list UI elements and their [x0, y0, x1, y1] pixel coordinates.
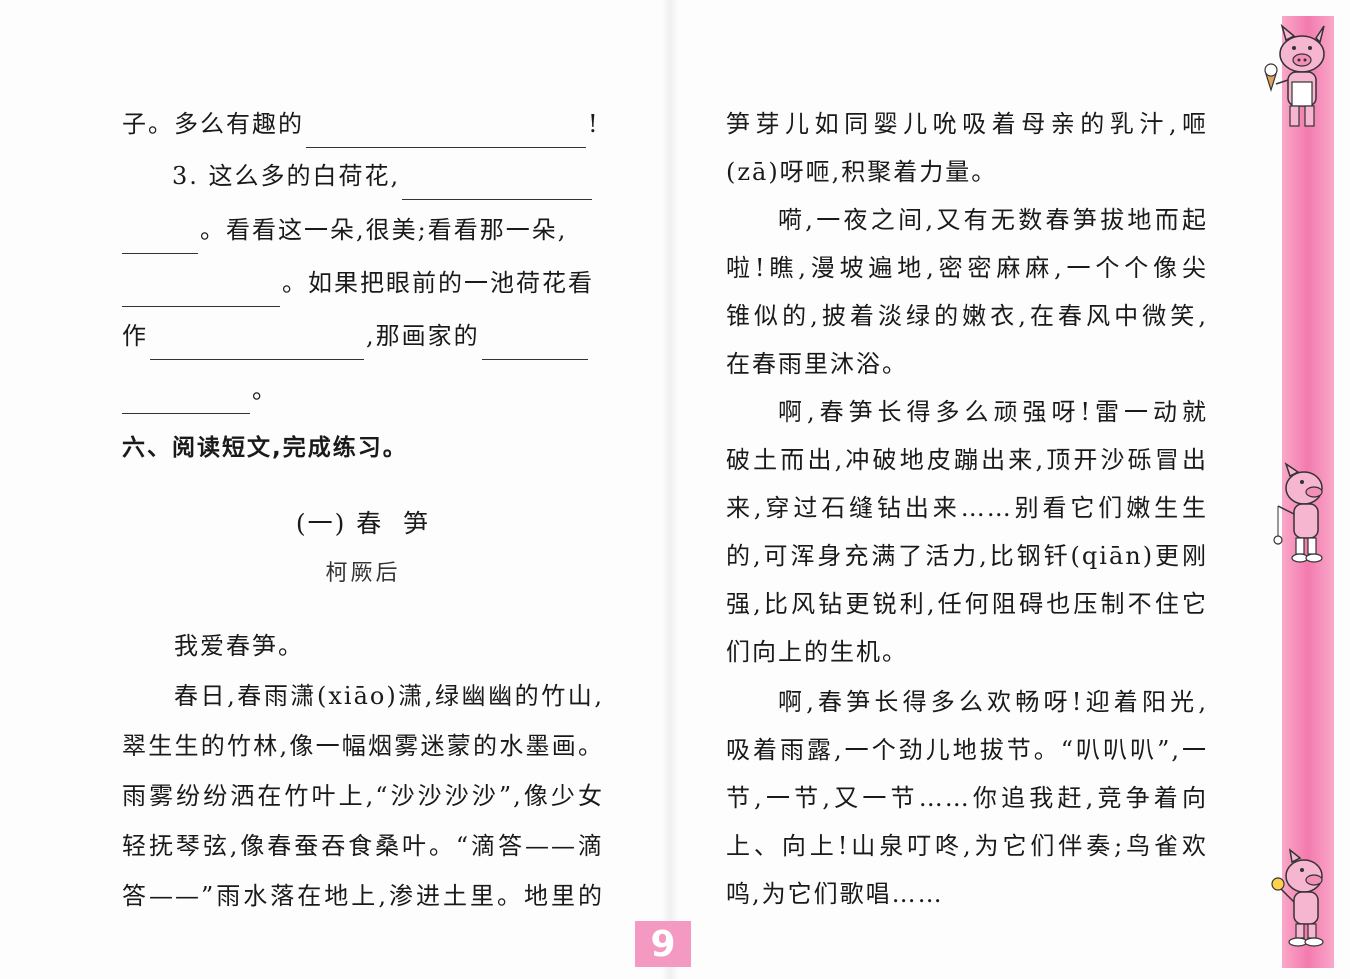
text: 节,一节,又一节……你追我赶,竞争着向 [726, 784, 1208, 812]
text: 来,穿过石缝钻出来……别看它们嫩生生 [726, 494, 1208, 522]
right-line-9: 来,穿过石缝钻出来……别看它们嫩生生 [726, 484, 1208, 532]
paragraph-2-line-3: 雨雾纷纷洒在竹叶上,“沙沙沙沙”,像少女 [122, 772, 604, 820]
text: 嗬,一夜之间,又有无数春笋拔地而起 [778, 206, 1208, 234]
text: 春日,春雨潇(xiāo)潇,绿幽幽的竹山, [174, 682, 604, 710]
text: 。看看这一朵,很美;看看那一朵, [200, 216, 568, 244]
story-author: 柯厥后 [122, 550, 604, 598]
right-line-6: 在春雨里沐浴。 [726, 340, 1208, 388]
text: 啊,春笋长得多么欢畅呀!迎着阳光, [778, 688, 1208, 716]
text: 锥似的,披着淡绿的嫩衣,在春风中微笑, [726, 302, 1208, 330]
text: 啦!瞧,漫坡遍地,密密麻麻,一个个像尖 [726, 254, 1208, 282]
left-line-3: 。看看这一朵,很美;看看那一朵, [122, 206, 604, 254]
answer-blank[interactable] [122, 223, 198, 254]
right-line-16: 上、向上!山泉叮咚,为它们伴奏;鸟雀欢 [726, 822, 1208, 870]
paragraph-2-line-1: 春日,春雨潇(xiāo)潇,绿幽幽的竹山, [122, 672, 604, 720]
right-line-15: 节,一节,又一节……你追我赶,竞争着向 [726, 774, 1208, 822]
left-line-2: 3. 这么多的白荷花, [122, 152, 604, 200]
text: 我爱春笋。 [174, 632, 304, 660]
left-line-1: 子。多么有趣的 ! [122, 100, 604, 148]
right-line-13: 啊,春笋长得多么欢畅呀!迎着阳光, [726, 678, 1208, 726]
right-line-4: 啦!瞧,漫坡遍地,密密麻麻,一个个像尖 [726, 244, 1208, 292]
text: 在春雨里沐浴。 [726, 350, 908, 378]
right-line-10: 的,可浑身充满了活力,比钢钎(qiān)更刚 [726, 532, 1208, 580]
pig-with-ice-cream-icon [1264, 24, 1325, 127]
text: ! [588, 110, 600, 138]
text: 。 [252, 376, 278, 404]
right-line-14: 吸着雨露,一个劲儿地拔节。“叭叭叭”,一 [726, 726, 1208, 774]
text: 们向上的生机。 [726, 638, 908, 666]
right-line-1: 笋芽儿如同婴儿吮吸着母亲的乳汁,咂 [726, 100, 1208, 148]
text: 。如果把眼前的一池荷花看 [282, 269, 594, 297]
paragraph-2-line-2: 翠生生的竹林,像一幅烟雾迷蒙的水墨画。 [122, 722, 604, 770]
text: 雨雾纷纷洒在竹叶上,“沙沙沙沙”,像少女 [122, 782, 604, 810]
right-line-7: 啊,春笋长得多么顽强呀!雷一动就 [726, 388, 1208, 436]
text: 的,可浑身充满了活力,比钢钎(qiān)更刚 [726, 542, 1208, 570]
answer-blank[interactable] [402, 169, 593, 200]
text: 作 [122, 322, 148, 350]
text: 破土而出,冲破地皮蹦出来,顶开沙砾冒出 [726, 446, 1208, 474]
paragraph-1: 我爱春笋。 [122, 622, 604, 670]
text: 子。多么有趣的 [122, 110, 304, 138]
answer-blank[interactable] [122, 383, 250, 414]
text: 笋芽儿如同婴儿吮吸着母亲的乳汁,咂 [726, 110, 1208, 138]
right-line-11: 强,比风钻更锐利,任何阻碍也压制不住它 [726, 580, 1208, 628]
text: 啊,春笋长得多么顽强呀!雷一动就 [778, 398, 1208, 426]
text: 强,比风钻更锐利,任何阻碍也压制不住它 [726, 590, 1208, 618]
right-line-3: 嗬,一夜之间,又有无数春笋拔地而起 [726, 196, 1208, 244]
section-heading-text: 六、阅读短文,完成练习。 [122, 435, 408, 461]
left-line-4: 。如果把眼前的一池荷花看 [122, 259, 604, 307]
right-line-2: (zā)呀咂,积聚着力量。 [726, 148, 1208, 196]
text: 答——”雨水落在地上,渗进土里。地里的 [122, 882, 604, 910]
story-title: (一) 春 笋 [122, 500, 604, 548]
right-line-17: 鸣,为它们歌唱…… [726, 870, 1208, 918]
text: 轻抚琴弦,像春蚕吞食桑叶。“滴答——滴 [122, 832, 604, 860]
answer-blank[interactable] [481, 329, 588, 360]
text: (zā)呀咂,积聚着力量。 [726, 158, 998, 186]
left-line-6: 。 [122, 366, 604, 414]
text: 上、向上!山泉叮咚,为它们伴奏;鸟雀欢 [726, 832, 1208, 860]
left-line-5: 作 ,那画家的 [122, 312, 604, 360]
book-spine [661, 0, 679, 979]
text: 3. 这么多的白荷花, [172, 162, 401, 190]
paragraph-2-line-5: 答——”雨水落在地上,渗进土里。地里的 [122, 872, 604, 920]
page-number: 9 [635, 921, 691, 967]
text: 鸣,为它们歌唱…… [726, 880, 944, 908]
author-text: 柯厥后 [325, 561, 401, 586]
answer-blank[interactable] [150, 329, 364, 360]
right-line-5: 锥似的,披着淡绿的嫩衣,在春风中微笑, [726, 292, 1208, 340]
text: 吸着雨露,一个劲儿地拔节。“叭叭叭”,一 [726, 736, 1208, 764]
story-title-text: (一) 春 笋 [295, 509, 431, 538]
paragraph-2-line-4: 轻抚琴弦,像春蚕吞食桑叶。“滴答——滴 [122, 822, 604, 870]
answer-blank[interactable] [306, 117, 586, 148]
pig-with-yoyo-icon [1273, 462, 1323, 563]
answer-blank[interactable] [122, 276, 280, 307]
text: ,那画家的 [366, 322, 480, 350]
section-heading: 六、阅读短文,完成练习。 [122, 424, 604, 472]
text: 翠生生的竹林,像一幅烟雾迷蒙的水墨画。 [122, 732, 604, 760]
pig-with-lollipop-icon [1271, 848, 1324, 947]
right-line-8: 破土而出,冲破地皮蹦出来,顶开沙砾冒出 [726, 436, 1208, 484]
right-line-12: 们向上的生机。 [726, 628, 1208, 676]
